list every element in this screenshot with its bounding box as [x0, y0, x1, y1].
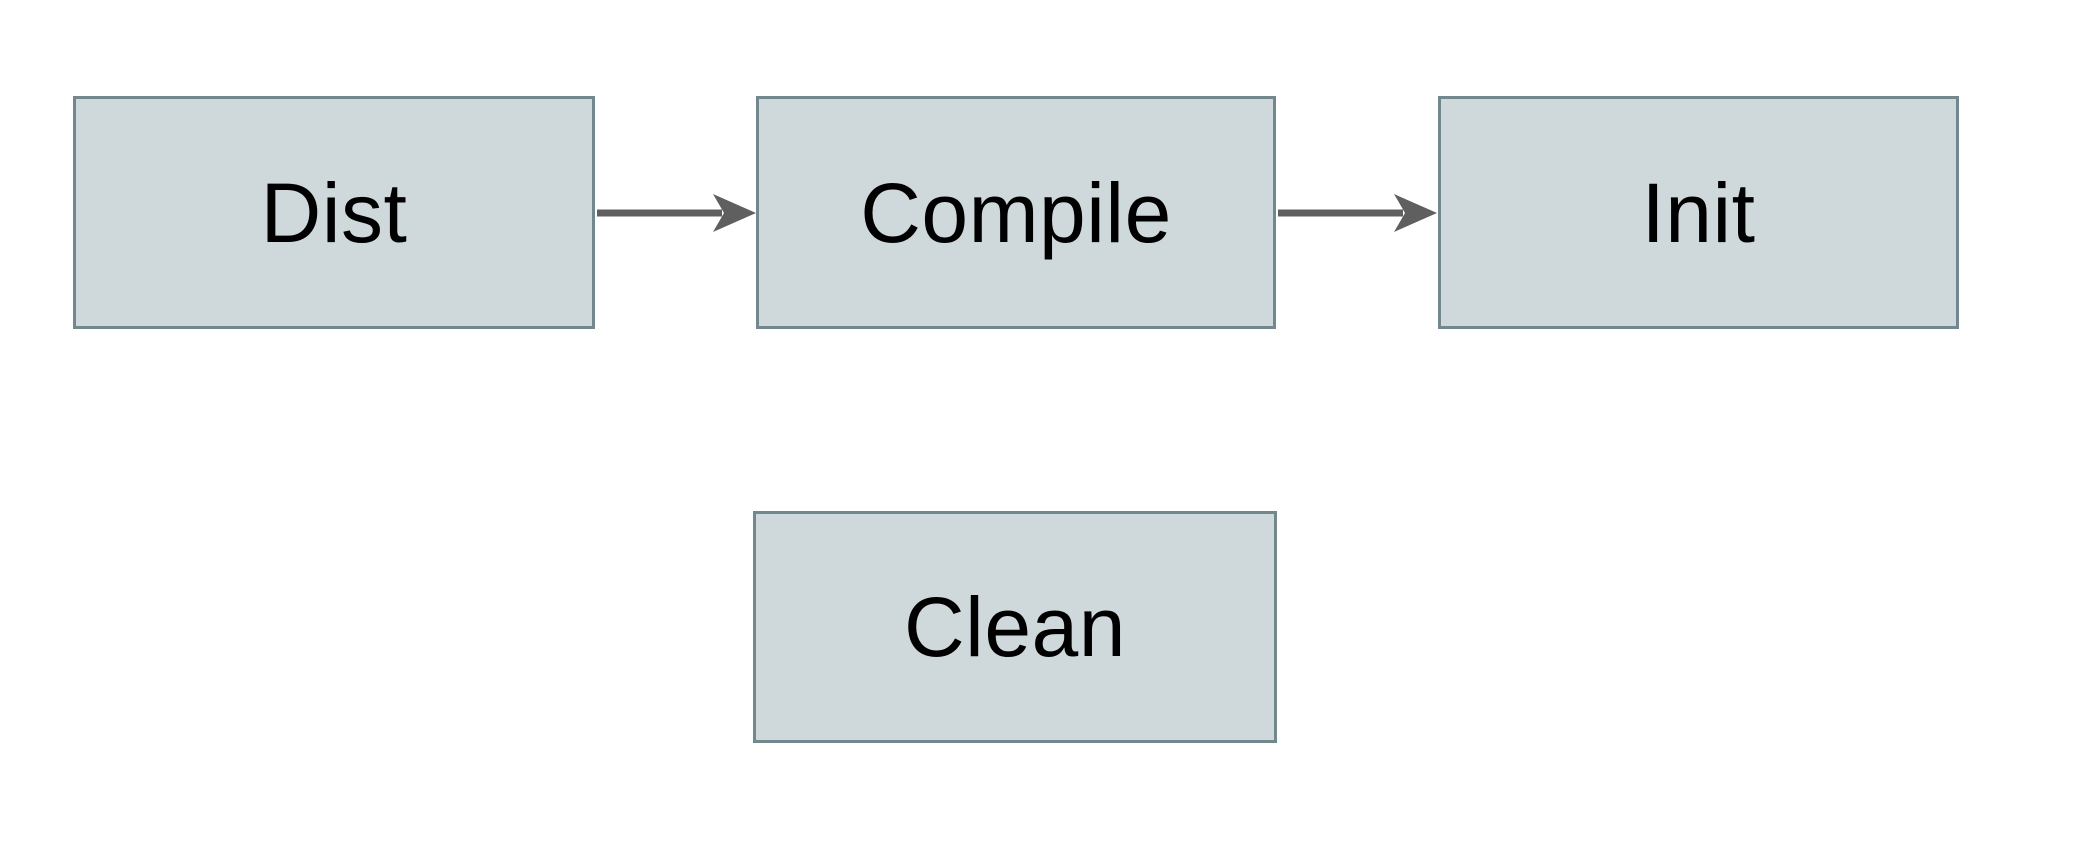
- node-init-label: Init: [1641, 165, 1756, 260]
- arrow-dist-to-compile[interactable]: [595, 183, 760, 243]
- arrowhead-icon: [1394, 194, 1437, 232]
- node-clean-label: Clean: [904, 580, 1126, 674]
- node-dist[interactable]: Dist: [73, 96, 595, 329]
- node-init[interactable]: Init: [1438, 96, 1959, 329]
- arrow-compile-to-init[interactable]: [1276, 183, 1441, 243]
- node-compile[interactable]: Compile: [756, 96, 1276, 329]
- node-compile-label: Compile: [860, 165, 1172, 260]
- node-clean[interactable]: Clean: [753, 511, 1277, 743]
- arrowhead-icon: [713, 194, 756, 232]
- node-dist-label: Dist: [260, 165, 408, 260]
